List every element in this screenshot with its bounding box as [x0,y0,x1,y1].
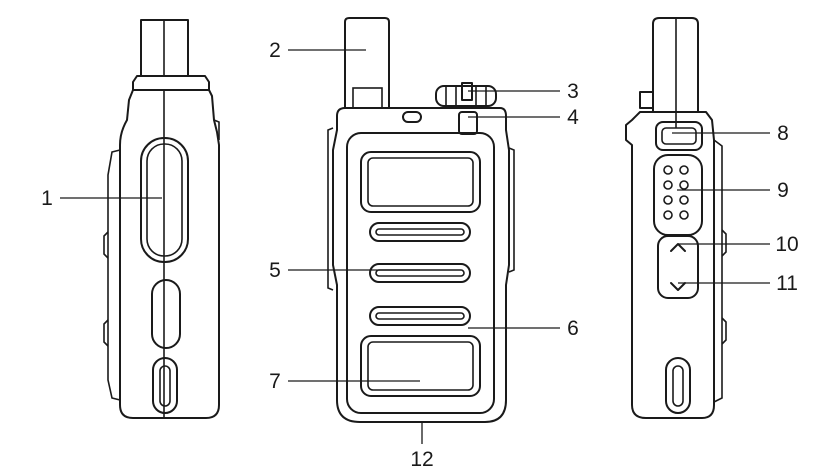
label-area [360,335,481,397]
left-side-view [103,19,220,419]
speaker-slot-3 [369,306,471,326]
speaker-grille-top [360,151,481,213]
callout-11: 11 [776,272,798,295]
side-key-lower [151,279,181,349]
accessory-jack [653,154,703,236]
right-side-view [625,17,727,419]
callout-9: 9 [777,179,789,202]
callout-8: 8 [777,122,789,145]
power-volume-knob [435,85,497,107]
ptt-button [140,137,189,263]
knob-side [132,75,210,91]
lanyard-slot-right [665,357,691,414]
led-indicator [402,111,422,123]
front-panel [346,132,495,414]
callout-7: 7 [269,370,281,393]
callout-1: 1 [41,187,53,210]
callout-10: 10 [775,233,798,256]
side-key-8 [655,121,703,151]
callout-6: 6 [567,317,579,340]
front-view [327,17,515,423]
up-down-rocker [657,235,699,299]
speaker-slot-1 [369,222,471,242]
radio-body [332,107,510,423]
callout-2: 2 [269,39,281,62]
callout-5: 5 [269,259,281,282]
callout-4: 4 [567,106,579,129]
lanyard-slot-left [152,357,178,414]
callout-12: 12 [410,448,433,471]
antenna-right [652,17,699,113]
body-right [625,111,715,419]
body-side [119,89,220,419]
leader-lines [60,49,770,444]
callout-labels: 1 2 3 4 5 6 7 8 9 10 11 12 [41,39,799,471]
callout-3: 3 [567,80,579,103]
up-arrow-icon [670,243,686,252]
antenna [344,17,390,109]
speaker-slot-2 [369,263,471,283]
down-arrow-icon [670,282,686,291]
top-key [458,111,478,135]
jack-holes [663,165,689,220]
